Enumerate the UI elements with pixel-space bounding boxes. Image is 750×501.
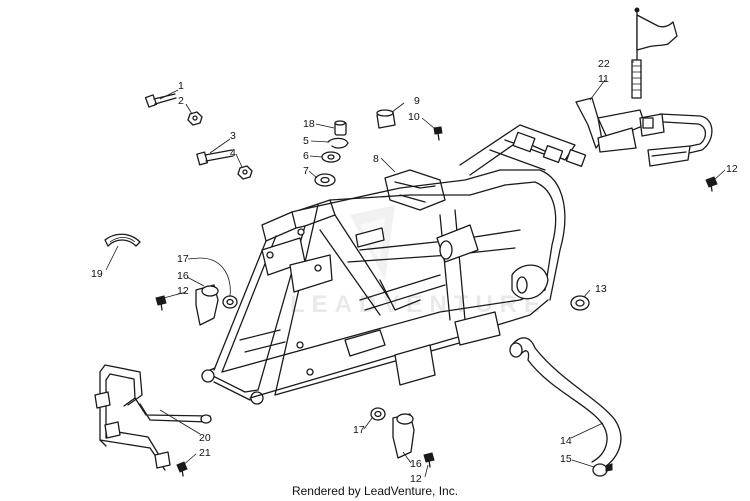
callout-15: 15 xyxy=(560,453,572,465)
callout-17-lower: 17 xyxy=(353,424,365,436)
watermark-text: LEADVENTURE xyxy=(290,291,547,318)
bearing-part-7 xyxy=(314,173,336,187)
callout-12-lower: 12 xyxy=(410,473,422,485)
callout-11: 11 xyxy=(598,73,609,85)
screw-part-10 xyxy=(433,126,443,141)
callout-12-rear: 12 xyxy=(726,163,738,175)
clamp-part-15 xyxy=(592,463,613,477)
flag-mount-part-11 xyxy=(575,97,713,167)
breather-hose-part-14 xyxy=(509,337,622,471)
callout-18: 18 xyxy=(303,118,315,130)
callout-4: 4 xyxy=(230,147,236,159)
leader-lines xyxy=(105,61,726,478)
callout-14: 14 xyxy=(560,435,572,447)
callout-12-front: 12 xyxy=(177,285,189,297)
callout-9: 9 xyxy=(414,95,420,107)
callout-5: 5 xyxy=(303,135,309,147)
bolt-part-3 xyxy=(196,149,234,166)
bushing-part-17-lower xyxy=(370,407,386,421)
callout-13: 13 xyxy=(595,283,607,295)
rubber-mount-part-9 xyxy=(376,109,396,129)
bushing-part-17-upper xyxy=(222,295,238,309)
bolt-part-21 xyxy=(176,461,188,477)
callout-1: 1 xyxy=(178,80,184,92)
callout-3: 3 xyxy=(230,130,236,142)
footer-credit: Rendered by LeadVenture, Inc. xyxy=(291,484,459,498)
callout-16-lower: 16 xyxy=(410,458,422,470)
bracket-part-16-lower xyxy=(392,413,415,459)
strap-part-19 xyxy=(104,233,141,247)
main-frame xyxy=(201,124,587,405)
spacer-part-18 xyxy=(334,120,347,136)
bolt-part-12-lower xyxy=(423,452,435,468)
callout-2: 2 xyxy=(178,95,184,107)
grommet-part-13 xyxy=(570,295,590,311)
nut-part-2 xyxy=(187,111,203,126)
callout-10: 10 xyxy=(408,111,420,123)
callout-19: 19 xyxy=(91,268,103,280)
callout-17-upper: 17 xyxy=(177,253,189,265)
bracket-part-16-upper xyxy=(195,284,219,326)
callout-16-upper: 16 xyxy=(177,270,189,282)
callout-20: 20 xyxy=(199,432,211,444)
callout-6: 6 xyxy=(303,150,309,162)
flag-whip-part-22 xyxy=(631,7,678,99)
callout-7: 7 xyxy=(303,165,309,177)
washer-part-6 xyxy=(321,151,341,163)
bolt-part-1 xyxy=(144,93,177,108)
callout-22: 22 xyxy=(598,58,610,70)
snap-ring-part-5 xyxy=(327,137,349,149)
callout-21: 21 xyxy=(199,447,211,459)
callout-8: 8 xyxy=(373,153,379,165)
nut-part-4 xyxy=(237,165,253,180)
front-bumper-part-20 xyxy=(94,364,212,471)
